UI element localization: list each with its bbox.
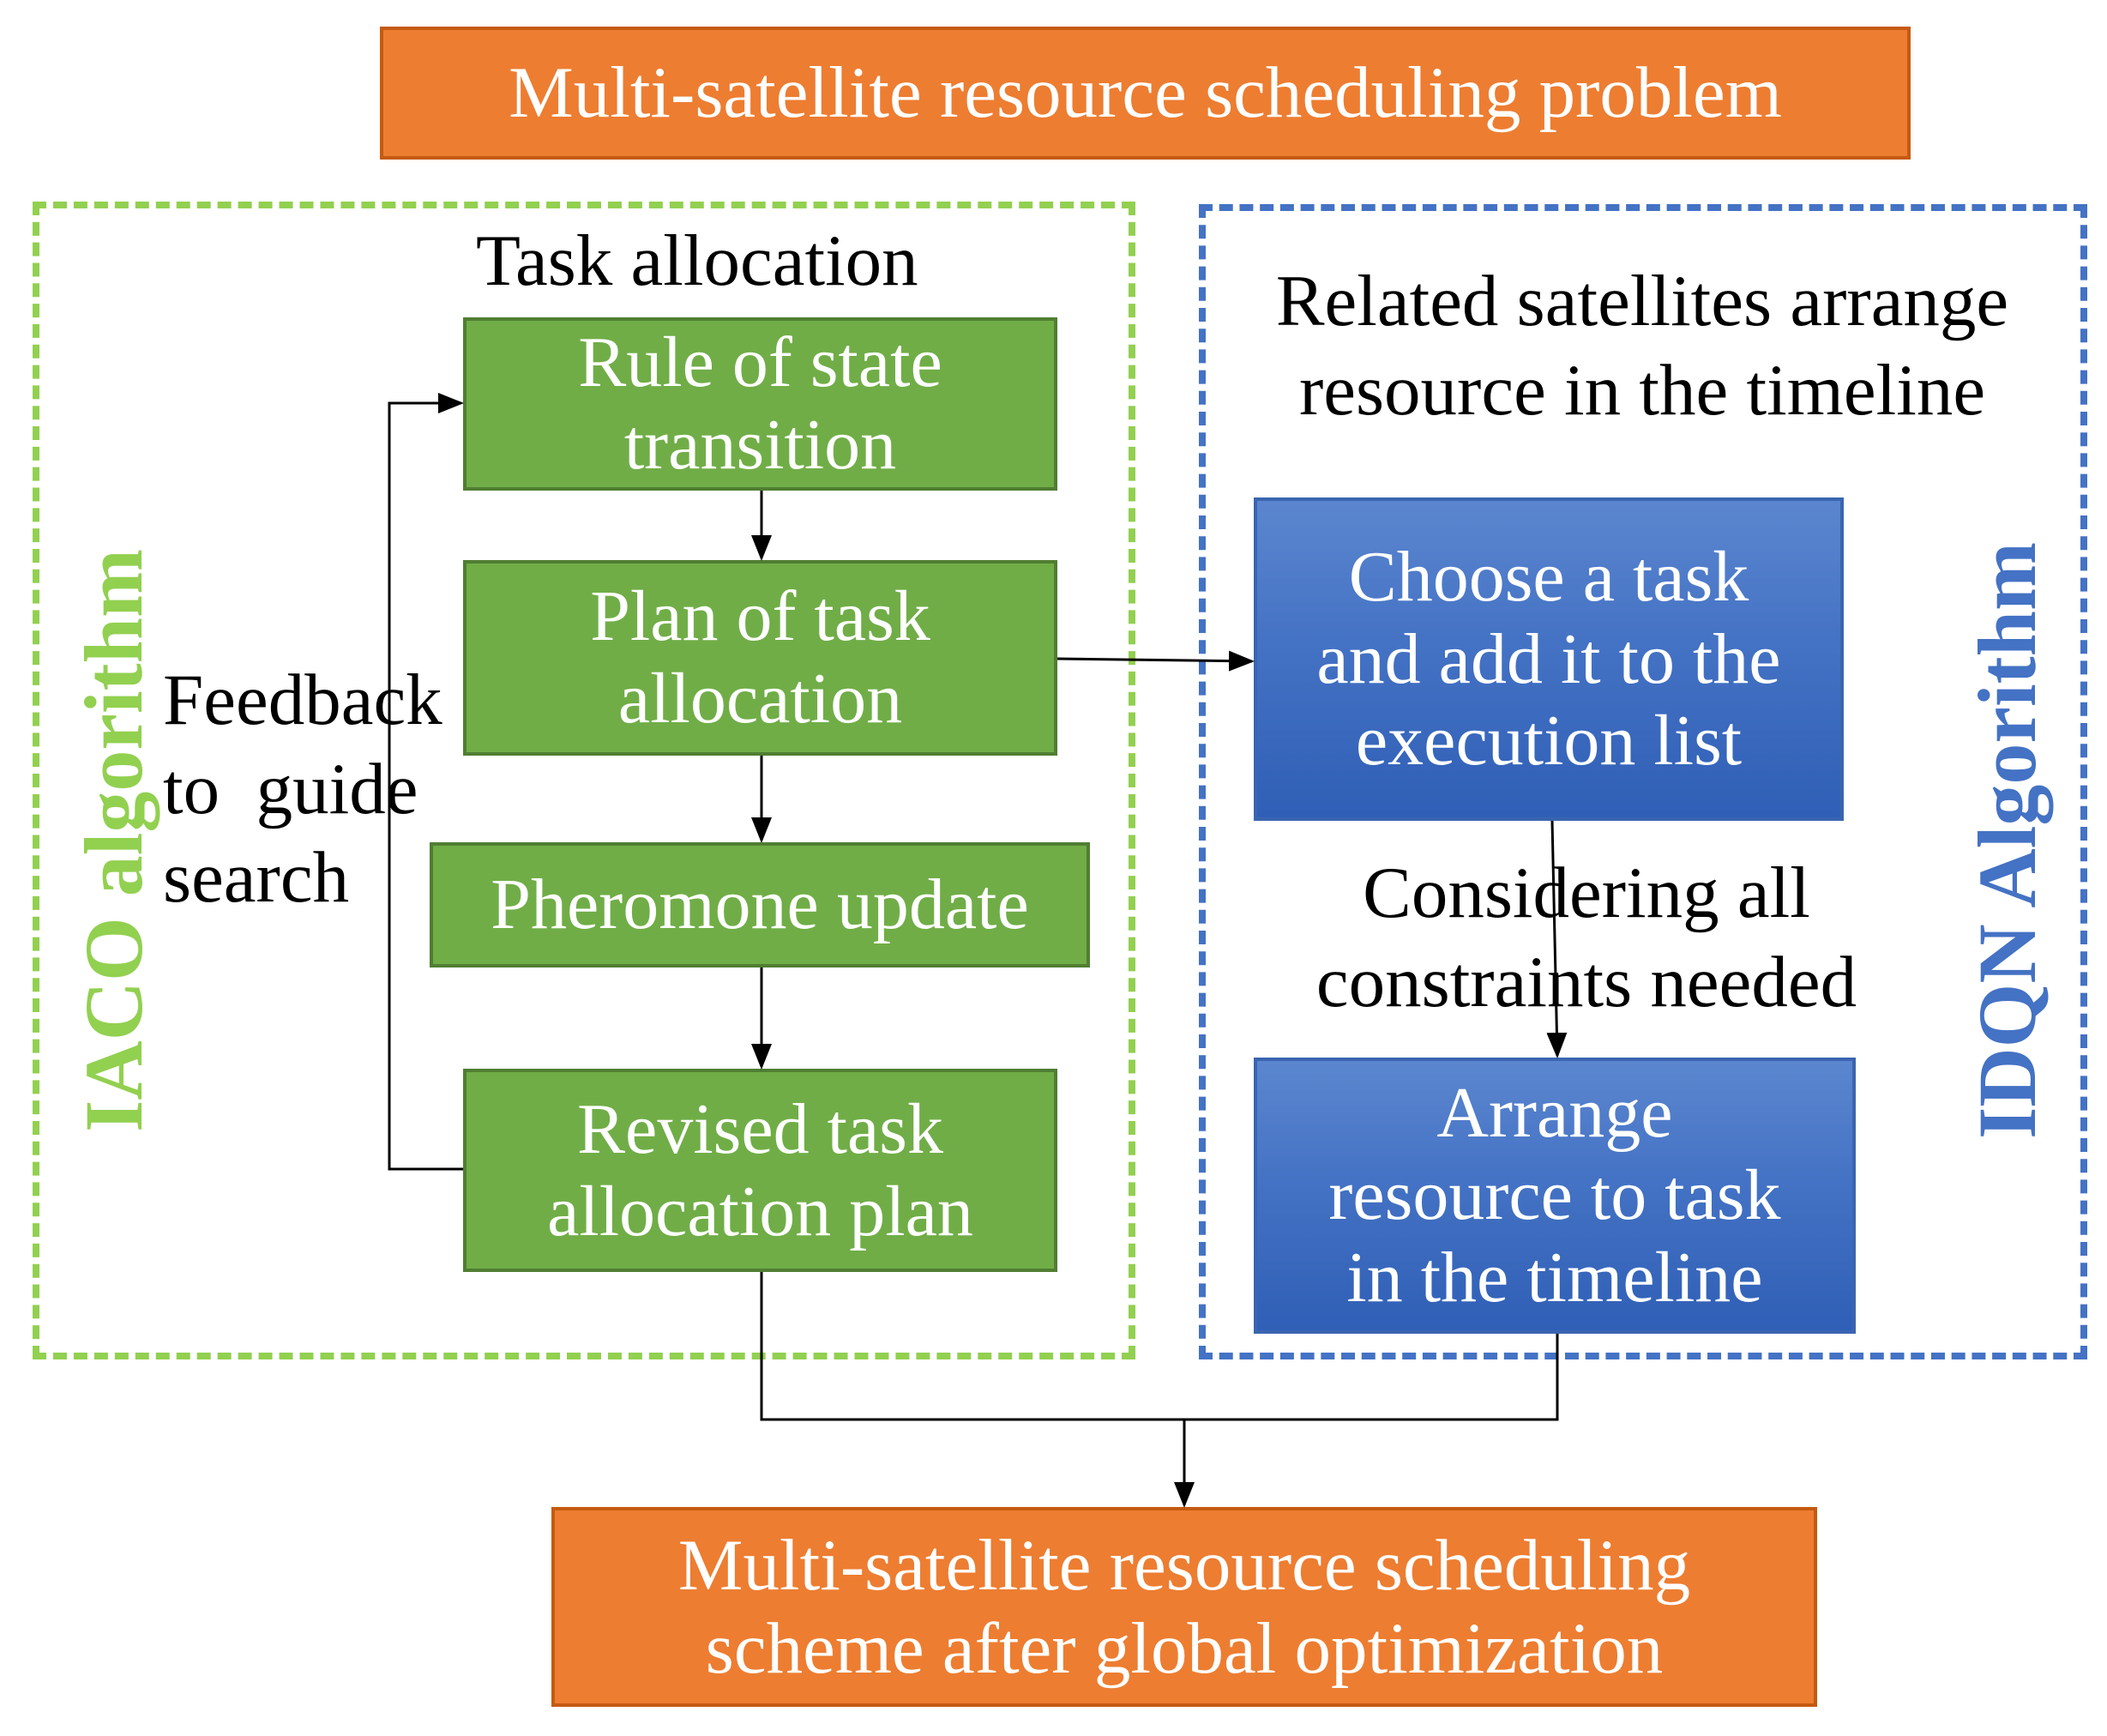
constraints-label: Considering all constraints needed: [1235, 849, 1938, 1027]
revised-line-1: Revised task: [577, 1088, 943, 1169]
arrange-line-3: in the timeline: [1346, 1237, 1763, 1317]
arrange-resource-box: Arrange resource to task in the timeline: [1254, 1058, 1856, 1334]
plan-line-2: allocation: [617, 659, 903, 738]
problem-box-label: Multi-satellite resource scheduling prob…: [509, 52, 1782, 134]
arrow-plan-to-choose: [1057, 650, 1255, 672]
feedback-line-3: search: [163, 837, 350, 919]
revised-task-allocation-plan-box: Revised task allocation plan: [463, 1069, 1057, 1272]
feedback-line-1: Feedback: [163, 660, 442, 740]
revised-line-2: allocation plan: [547, 1171, 973, 1251]
rule-line-2: transition: [623, 405, 897, 485]
scheme-box: Multi-satellite resource scheduling sche…: [551, 1507, 1817, 1707]
scheme-line-1: Multi-satellite resource scheduling: [677, 1524, 1691, 1606]
idqn-panel: [1199, 204, 2087, 1359]
pheromone-label: Pheromone update: [491, 865, 1029, 945]
constraints-line-1: Considering all: [1363, 853, 1810, 933]
choose-task-box: Choose a task and add it to the executio…: [1254, 497, 1844, 821]
feedback-loop-arrow: [388, 393, 464, 1171]
problem-box: Multi-satellite resource scheduling prob…: [380, 27, 1911, 160]
plan-of-task-allocation-box: Plan of task allocation: [463, 560, 1057, 756]
feedback-line-2: to guide: [163, 748, 418, 829]
connector-revised-down: [760, 1272, 1559, 1421]
plan-line-1: Plan of task: [590, 576, 930, 657]
iaco-panel: [33, 202, 1135, 1359]
task-allocation-heading: Task allocation: [476, 220, 918, 301]
scheme-line-2: scheme after global optimization: [705, 1607, 1664, 1689]
rule-line-1: Rule of state: [578, 322, 942, 403]
constraints-line-2: constraints needed: [1315, 941, 1857, 1022]
arrange-line-2: resource to task: [1328, 1155, 1781, 1236]
arrow-choose-to-arrange: [1546, 820, 1568, 1058]
choose-line-2: and add it to the: [1316, 618, 1781, 699]
related-satellites-heading: Related satellites arrange resource in t…: [1218, 257, 2067, 435]
choose-line-1: Choose a task: [1348, 536, 1749, 617]
related-line-2: resource in the timeline: [1298, 349, 1986, 431]
arrange-line-1: Arrange: [1436, 1073, 1673, 1154]
feedback-label: Feedback to guide search: [163, 656, 506, 923]
choose-line-3: execution list: [1355, 701, 1743, 781]
pheromone-update-box: Pheromone update: [430, 842, 1090, 967]
related-line-1: Related satellites arrange: [1275, 261, 2009, 341]
rule-of-state-transition-box: Rule of state transition: [463, 317, 1057, 491]
